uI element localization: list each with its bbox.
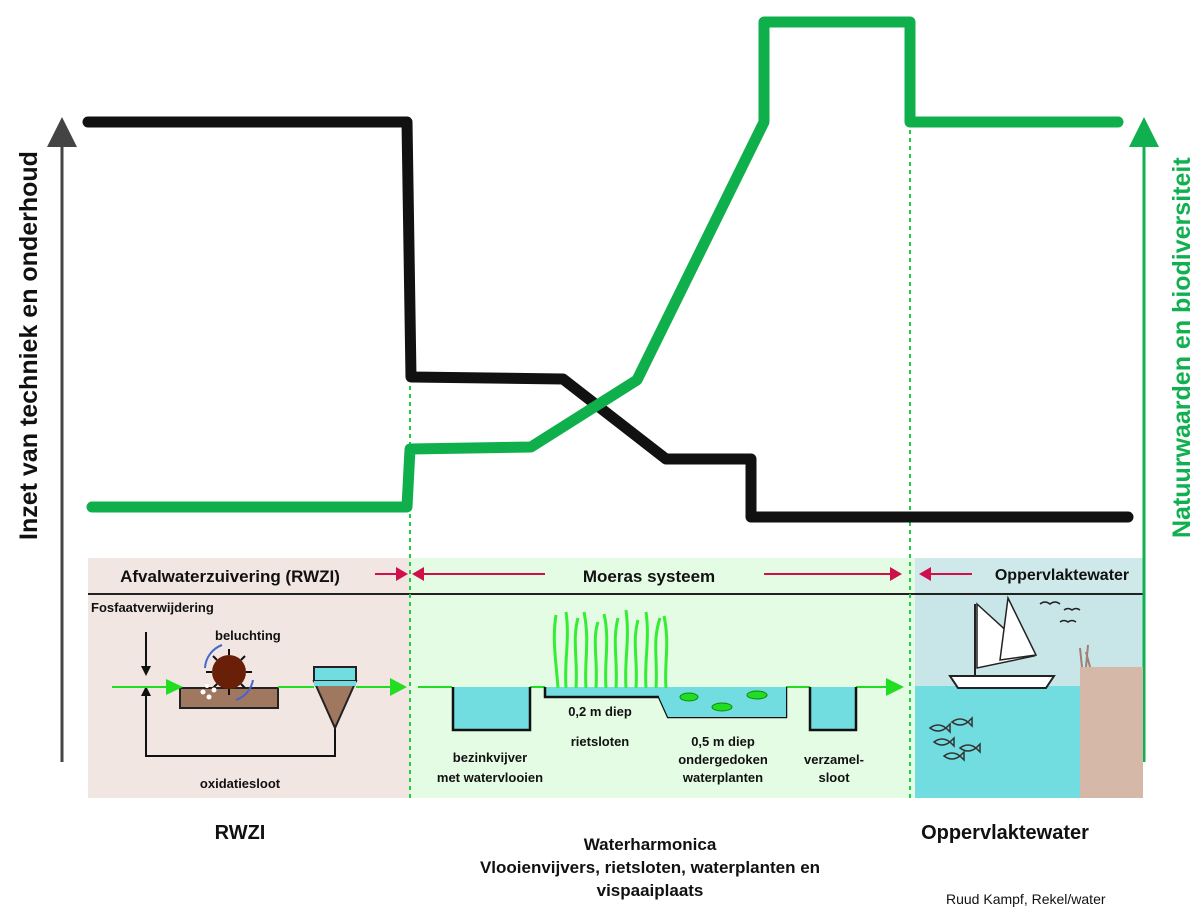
- nabezinker-icon: [312, 666, 358, 731]
- techniek-line: [82, 116, 1134, 523]
- waterharmonica-line2: Vlooienvijvers, rietsloten, waterplanten…: [479, 858, 821, 877]
- header-arrows: [375, 567, 972, 581]
- birds-icon: [1039, 601, 1081, 623]
- sailboat-icon: [948, 595, 1056, 689]
- fish-icon: [928, 716, 981, 762]
- watervlooien-label: met watervlooien: [437, 770, 543, 785]
- reed-icon: [552, 609, 669, 689]
- bottom-label-rwzi: RWZI: [214, 822, 266, 844]
- natuurwaarden-line: [86, 16, 1124, 513]
- header-moeras: Moeras systeem: [583, 567, 715, 586]
- bezinkvijver-label: bezinkvijver: [453, 750, 527, 765]
- right-axis-label: Natuurwaarden en biodiversiteit: [1168, 157, 1196, 538]
- ondergedoken-label: ondergedoken: [678, 752, 768, 767]
- diep-02-label: 0,2 m diep: [568, 704, 632, 719]
- flow-line: [112, 678, 904, 696]
- bottom-label-oppervlaktewater: Oppervlaktewater: [921, 822, 1089, 844]
- bank: [1080, 667, 1143, 798]
- credit-text: Ruud Kampf, Rekel/water: [946, 891, 1106, 907]
- waterplanten-label: waterplanten: [682, 770, 763, 785]
- header-rwzi: Afvalwaterzuivering (RWZI): [120, 567, 340, 586]
- moeras-panel: [410, 558, 915, 798]
- aerator-icon: [200, 644, 254, 701]
- rietsloten-pond: [543, 687, 788, 719]
- header-oppervlakte: Oppervlaktewater: [995, 567, 1129, 584]
- sloot-label: sloot: [818, 770, 850, 785]
- diep-05-label: 0,5 m diep: [691, 734, 755, 749]
- oxidatiesloot-label: oxidatiesloot: [200, 776, 281, 791]
- reed-bank-icon: [1079, 644, 1091, 668]
- waterharmonica-line3: vispaaiplaats: [596, 881, 704, 900]
- rietsloten-label: rietsloten: [571, 734, 630, 749]
- verzamel-label: verzamel-: [804, 752, 864, 767]
- verzamelsloot-pond: [808, 687, 858, 732]
- return-loop: [145, 692, 336, 757]
- fosfaat-label: Fosfaatverwijdering: [91, 600, 214, 615]
- left-axis-label: Inzet van techniek en onderhoud: [15, 151, 43, 540]
- waterharmonica-title: Waterharmonica: [583, 835, 717, 854]
- bottom-label-waterharmonica: Waterharmonica Vlooienvijvers, rietslote…: [430, 833, 870, 902]
- bezinkvijver-pond: [451, 687, 532, 732]
- surface-water: [915, 686, 1085, 798]
- beluchting-label: beluchting: [215, 628, 281, 643]
